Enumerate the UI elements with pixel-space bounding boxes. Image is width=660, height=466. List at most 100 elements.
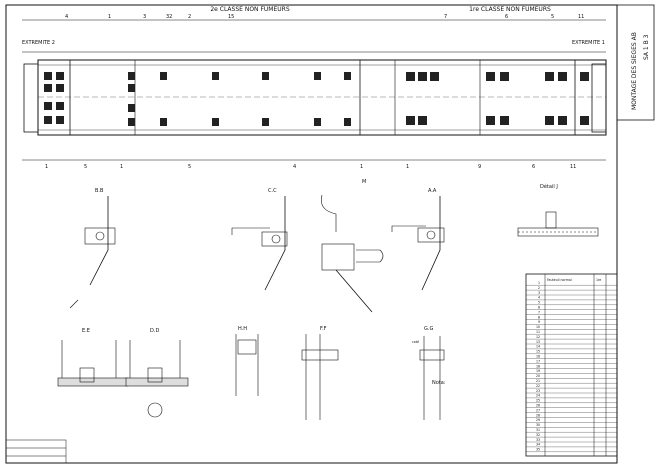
end1-label: EXTREMITE 1 [572,40,605,46]
section-bb-label: B.B [95,188,104,194]
seat [212,72,219,80]
parts-row-number: 16 [536,355,540,359]
callout: 5 [188,164,191,170]
seat [44,84,52,92]
seat [406,116,415,125]
seat [545,116,554,125]
seat [160,118,167,126]
parts-row-number: 1 [538,281,540,285]
bottom-callouts: 1 5 1 5 4 1 1 9 6 11 [45,164,576,170]
seat [56,102,64,110]
section-aa [391,196,445,291]
seat [418,72,427,81]
callout: 2 [188,14,191,20]
seat [580,72,589,81]
parts-row-number: 25 [536,399,540,403]
section-gg [419,336,445,420]
seat [344,118,351,126]
parts-row-number: 34 [536,443,540,447]
drawing-title: MONTAGE DES SIEGES AB [631,32,638,110]
parts-row-number: 11 [536,330,540,334]
section-ff [301,334,339,420]
detail-j-label: Détail J [540,183,558,190]
parts-row-number: 24 [536,394,540,398]
section-ff-label: F.F [320,326,327,332]
callout: 1 [45,164,48,170]
seat [545,72,554,81]
seat [212,118,219,126]
seat [314,72,321,80]
callout: 6 [532,164,535,170]
parts-row-number: 30 [536,423,540,427]
callout: 11 [570,164,576,170]
parts-row-number: 33 [536,438,540,442]
callout: 3 [143,14,146,20]
seats-1st-class [406,72,589,125]
parts-row-number: 10 [536,325,540,329]
parts-row-number: 15 [536,350,540,354]
parts-row-number: 13 [536,340,540,344]
parts-row-number: 17 [536,359,540,363]
nota-label: Nota: [432,380,446,386]
seat [418,116,427,125]
cote-label: coté [412,340,419,344]
parts-list-header-right: 1re [596,278,601,282]
seat [430,72,439,81]
callout: 4 [293,164,296,170]
parts-row-number: 28 [536,413,540,417]
parts-row-number: 27 [536,408,540,412]
parts-row-number: 29 [536,418,540,422]
parts-row-number: 7 [538,310,540,314]
seat [128,84,135,92]
callout: 5 [84,164,87,170]
seat [44,102,52,110]
section-aa-label: A.A [428,188,437,194]
end-2-vestibule [23,63,39,133]
revision-table [5,439,67,464]
detail-j [517,211,599,237]
callout: 5 [551,14,554,20]
seat [44,116,52,124]
title-strip-border [616,4,655,121]
seat [56,116,64,124]
class1-label: 1re CLASSE NON FUMEURS [469,6,551,13]
parts-row-number: 23 [536,389,540,393]
end-1-vestibule [591,63,607,133]
seat [160,72,167,80]
parts-list-header: Fauteuil normal [547,278,572,282]
section-ee [57,340,129,387]
parts-list-rows: 1234567891011121314151617181920212223242… [526,281,617,452]
drawing-code: SA 1 B 3 [643,34,650,60]
seat [406,72,415,81]
parts-row-number: 18 [536,364,540,368]
parts-row-number: 26 [536,404,540,408]
seat [262,72,269,80]
parts-row-number: 4 [538,296,540,300]
section-gg-label: G.G [424,326,433,332]
section-hh [235,334,259,396]
callout: 9 [478,164,481,170]
callout: 6 [505,14,508,20]
callout: 15 [228,14,234,20]
parts-row-number: 12 [536,335,540,339]
seat [558,116,567,125]
parts-row-number: 2 [538,286,540,290]
sheet-border [5,4,618,464]
section-cc-label: C.C [268,188,277,194]
section-ee-label: E.E [82,328,90,334]
seats-2nd-class [44,72,351,126]
seat [344,72,351,80]
parts-row-number: 5 [538,301,540,305]
callout: 1 [108,14,111,20]
section-dd [125,340,189,418]
section-m [321,194,384,313]
parts-row-number: 31 [536,428,540,432]
section-bb [69,196,116,309]
callout: 4 [65,14,68,20]
parts-row-number: 14 [536,345,540,349]
seat [500,116,509,125]
top-dimension-line [22,19,606,161]
parts-row-number: 9 [538,320,540,324]
seat [56,72,64,80]
